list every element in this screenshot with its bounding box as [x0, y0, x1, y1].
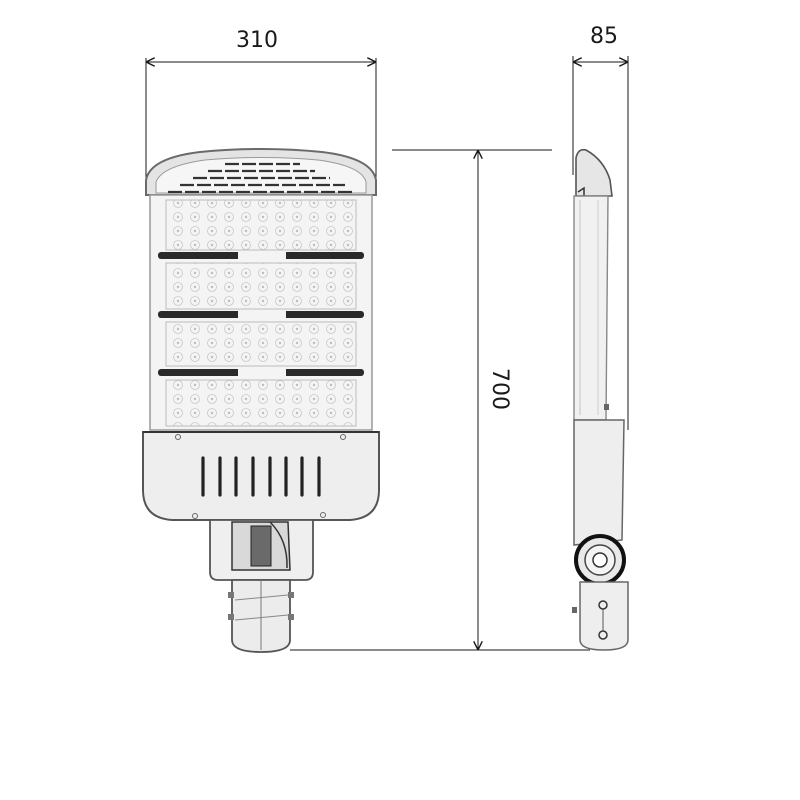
width-dimension-label: 310	[236, 28, 278, 53]
side-driver	[573, 419, 625, 546]
led-module-4	[165, 379, 357, 427]
width-dimension	[145, 58, 377, 192]
led-module-2	[165, 262, 357, 310]
led-module-3	[165, 321, 357, 367]
depth-dimension-label: 85	[590, 24, 618, 49]
side-clamp	[579, 581, 629, 651]
side-view	[572, 148, 629, 651]
side-pivot-joint	[574, 534, 626, 586]
depth-dimension	[572, 56, 629, 430]
height-dimension	[290, 149, 590, 651]
side-body	[573, 195, 609, 421]
top-vents	[168, 162, 355, 194]
front-view	[142, 148, 380, 653]
led-module-1	[165, 199, 357, 251]
height-dimension-label: 700	[487, 368, 512, 410]
driver-housing	[142, 431, 380, 521]
side-head-cap	[575, 148, 613, 197]
vent-slots	[201, 456, 321, 497]
